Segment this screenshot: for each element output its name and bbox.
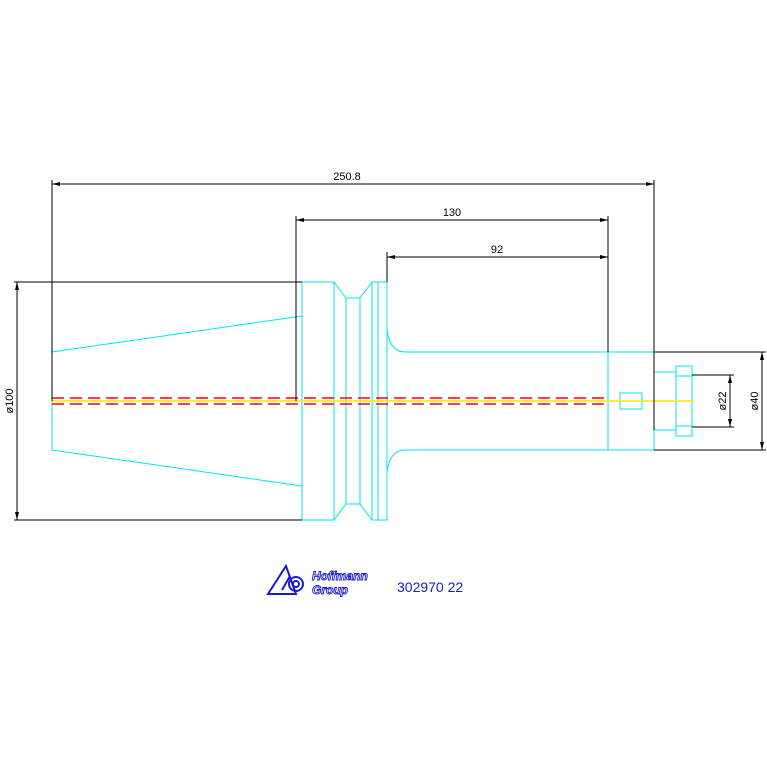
dim-length-130: 130 <box>443 207 461 219</box>
center-lines <box>52 397 694 405</box>
logo-line2: Group <box>312 583 348 597</box>
dim-diameter-100: ø100 <box>4 388 16 413</box>
dimension-lines <box>14 180 766 521</box>
arrowheads <box>15 182 764 520</box>
dim-length-92: 92 <box>491 244 503 256</box>
logo-mark-icon <box>266 563 304 595</box>
v-groove <box>333 281 373 521</box>
part-number: 302970 22 <box>397 579 463 595</box>
dim-overall-length: 250.8 <box>333 171 361 183</box>
logo-line1: Hoffmann <box>312 569 368 583</box>
dim-diameter-40: ø40 <box>749 392 761 411</box>
taper-cone <box>51 315 303 487</box>
dim-diameter-22: ø22 <box>717 392 729 411</box>
hoffmann-group-logo: Hoffmann Group <box>266 563 368 597</box>
